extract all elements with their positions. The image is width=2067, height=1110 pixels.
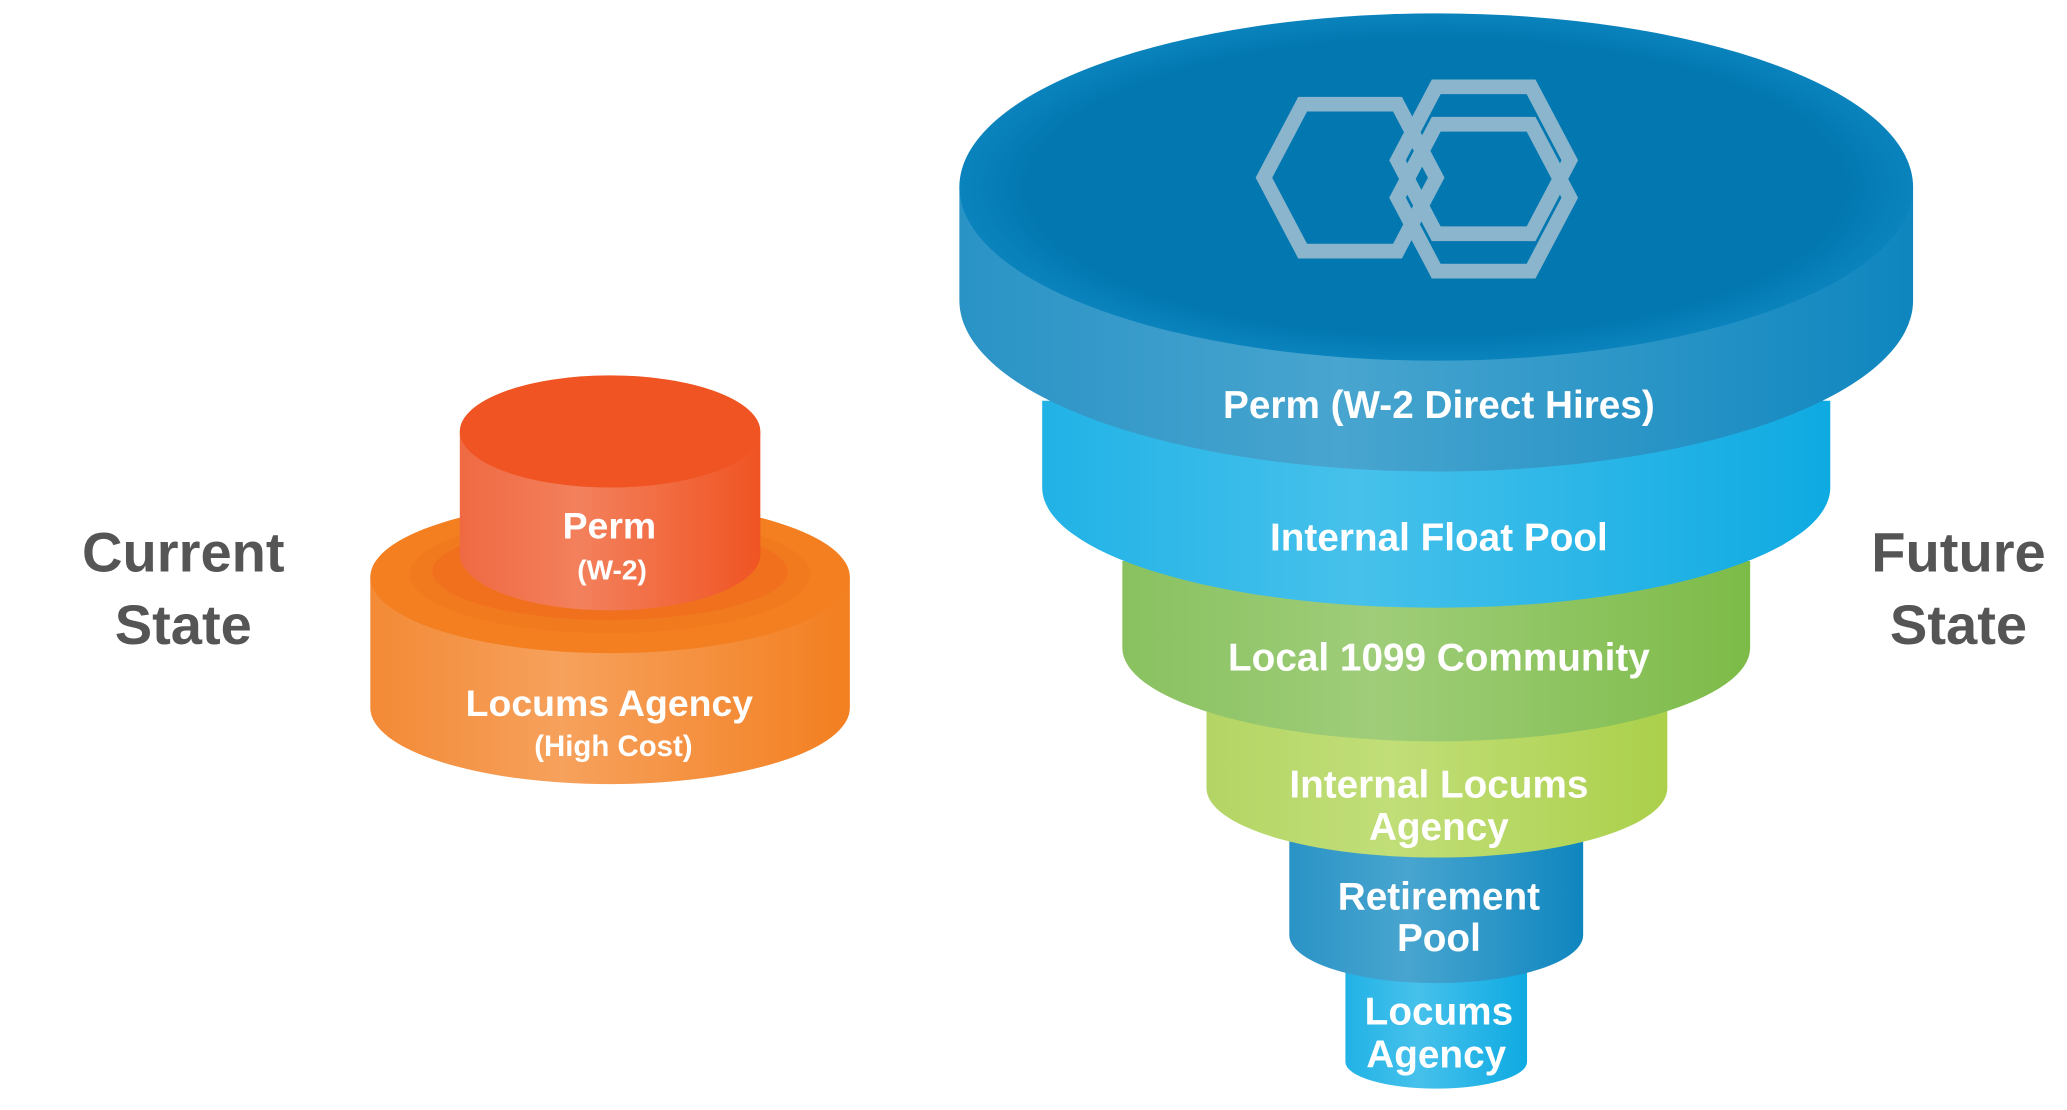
current-perm-label: Perm [563,504,657,546]
current-locums-sublabel: (High Cost) [534,730,692,763]
future-state-title-line1: Future [1871,521,2046,584]
future-tier-retirement-pool: Retirement Pool [1289,828,1584,984]
future-internal-locums-label-line1: Internal Locums [1289,763,1588,806]
future-locums-label-line2: Agency [1366,1033,1506,1076]
future-retirement-label-line1: Retirement [1338,876,1540,919]
current-perm-sublabel: (W-2) [577,555,647,586]
current-locums-label: Locums Agency [466,682,754,724]
current-state-title-line1: Current [82,521,285,584]
hexagon-left [1255,96,1445,259]
future-tier-local-1099: Local 1099 Community [1122,561,1751,742]
hexagon-cluster-icon [1255,79,1579,279]
future-locums-label-line1: Locums [1365,991,1513,1034]
future-internal-locums-side [1206,694,1668,858]
current-state-title-line2: State [115,593,252,656]
hexagon-top [1389,79,1579,242]
future-retirement-side [1289,828,1584,984]
current-tier-perm: Perm (W-2) [459,375,761,611]
hexagon-bottom [1389,116,1579,279]
future-float-label: Internal Float Pool [1270,516,1608,559]
future-local-1099-label: Local 1099 Community [1228,637,1650,680]
future-tier-locums-agency: Locums Agency [1345,961,1528,1089]
future-locums-side [1345,961,1528,1089]
future-perm-label: Perm (W-2 Direct Hires) [1223,384,1655,427]
future-tier-perm: Perm (W-2 Direct Hires) [959,13,1914,472]
future-local-1099-side [1122,561,1751,742]
future-tier-internal-locums: Internal Locums Agency [1206,694,1668,858]
future-state-title-line2: State [1890,593,2027,656]
future-retirement-label-line2: Pool [1397,917,1481,960]
current-perm-top [459,375,761,488]
future-internal-locums-label-line2: Agency [1369,806,1509,849]
